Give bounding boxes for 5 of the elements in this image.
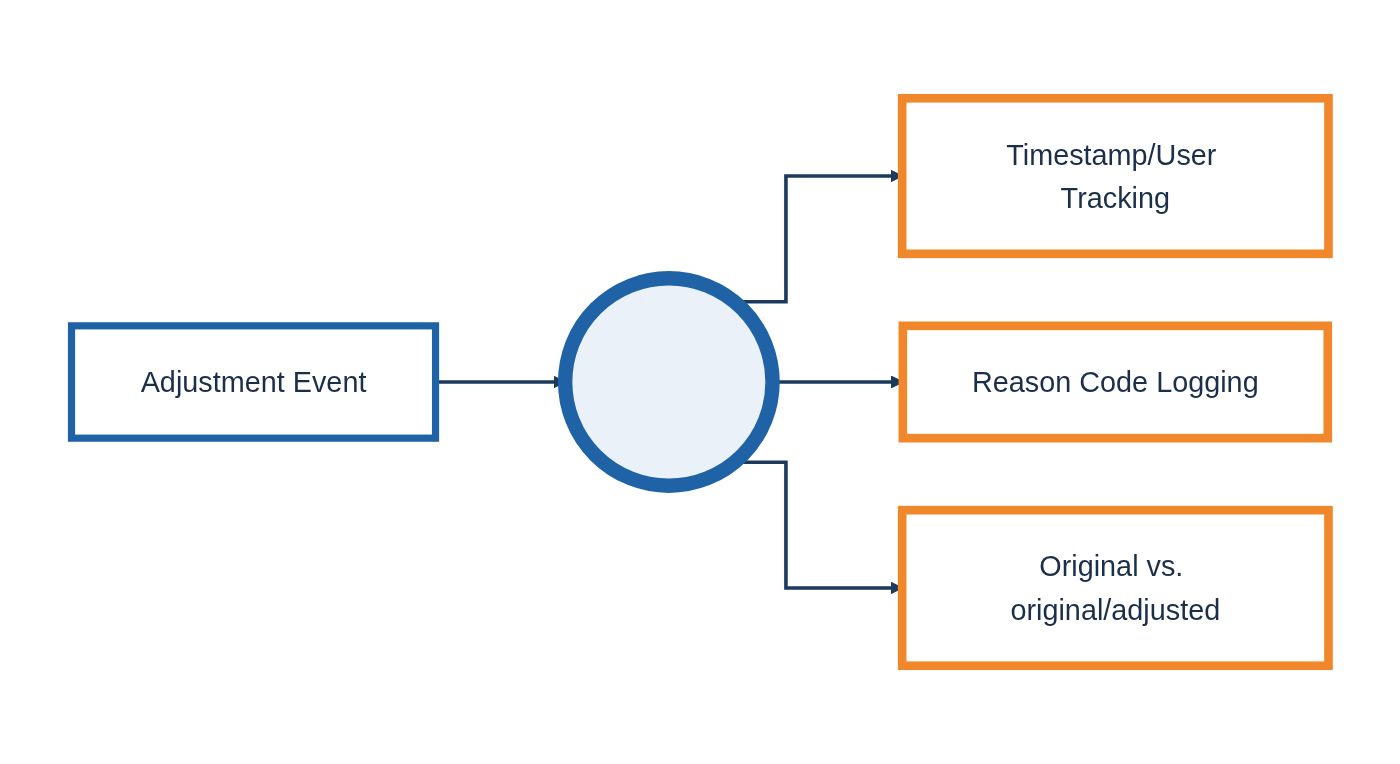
node-box: Reason Code Logging <box>898 321 1333 443</box>
node-box: Adjustment Event <box>67 322 440 442</box>
node-box: Original vs. original/adjusted <box>897 505 1333 671</box>
node-circle <box>557 271 780 493</box>
node-box: Timestamp/User Tracking <box>897 93 1333 259</box>
